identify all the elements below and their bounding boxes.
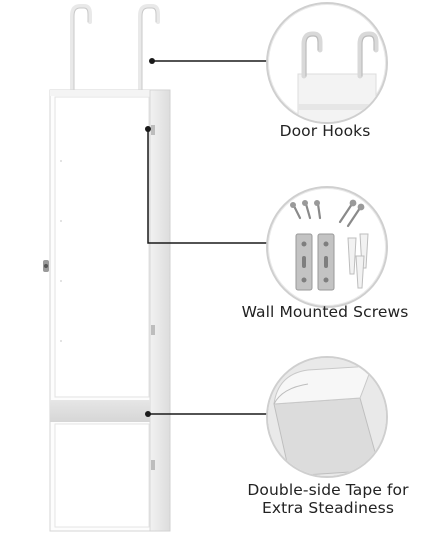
screws-detail-circle — [266, 186, 388, 308]
callout-label-double-side-tape: Double-side Tape for — [247, 481, 409, 499]
screws-and-brackets-icon — [290, 199, 369, 291]
callout-label-extra-steadiness: Extra Steadiness — [261, 499, 395, 517]
door-hooks-detail-circle — [266, 2, 388, 124]
adhesive-tape-icon — [268, 358, 386, 476]
door-hook-icon — [297, 31, 379, 122]
callout-label-wall-mounted-screws: Wall Mounted Screws — [241, 303, 409, 321]
product-door-hooks — [70, 4, 160, 94]
tape-detail-circle — [266, 356, 388, 478]
callout-label-door-hooks: Door Hooks — [279, 122, 371, 140]
